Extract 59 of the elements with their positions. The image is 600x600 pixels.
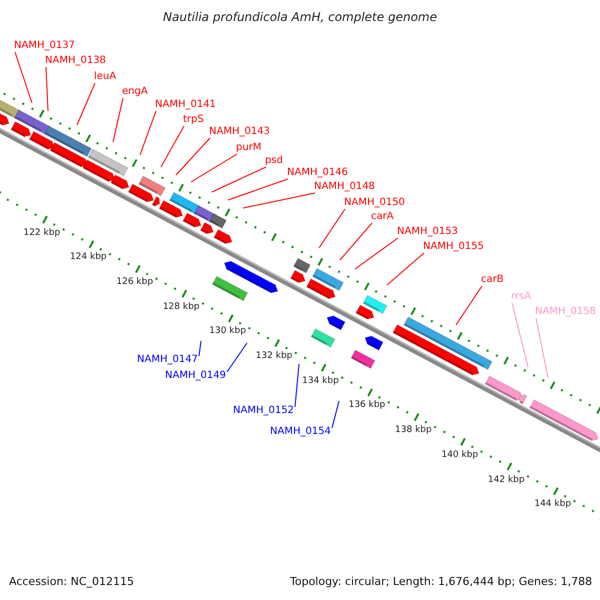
- leader-line: [14, 52, 32, 104]
- leader-line: [140, 110, 156, 156]
- leader-line: [536, 318, 548, 378]
- gene-label: NAMH_0148: [314, 181, 375, 193]
- leader-line: [294, 364, 300, 408]
- leader-line: [386, 252, 424, 286]
- gene-label: NAMH_0154: [270, 426, 331, 438]
- gene-label: NAMH_0155: [423, 241, 484, 253]
- footer-text: Topology: circular; Length: 1,676,444 bp; Genes: 1,788: [290, 576, 592, 588]
- scale-label: 128 kbp: [162, 300, 200, 313]
- leader-line: [76, 82, 96, 126]
- scale-label: 144 kbp: [534, 498, 572, 510]
- leader-line: [512, 302, 528, 368]
- leader-line: [242, 192, 316, 208]
- leader-line: [318, 208, 346, 248]
- scale-label: 142 kbp: [488, 474, 525, 486]
- leader-line: [456, 286, 482, 326]
- gene-label: rrsA: [511, 291, 532, 303]
- gene-label: NAMH_0146: [287, 167, 348, 179]
- gene-label: NAMH_0141: [155, 99, 216, 111]
- gene-label: NAMH_0149: [165, 370, 226, 382]
- gene-label: trpS: [183, 114, 204, 126]
- scale-label: 136 kbp: [348, 399, 386, 412]
- gene-label: engA: [122, 86, 148, 98]
- diagram-title: Nautilia profundicola AmH, complete genome: [162, 11, 438, 23]
- leader-line: [212, 166, 266, 192]
- leader-line: [226, 342, 248, 372]
- scale-label: 138 kbp: [395, 424, 432, 436]
- gene-label: NAMH_0158: [535, 306, 596, 318]
- leader-line: [228, 178, 288, 200]
- gene-label: NAMH_0153: [397, 226, 458, 238]
- footer-text: Accession: NC_012115: [9, 576, 134, 588]
- leader-line: [46, 66, 48, 112]
- gene-label: NAMH_0143: [209, 126, 270, 138]
- scale-label: 140 kbp: [441, 448, 478, 461]
- leader-line: [190, 154, 238, 182]
- leader-line: [176, 138, 210, 176]
- gene-label: NAMH_0152: [233, 405, 294, 417]
- leader-line: [354, 238, 398, 270]
- leader-line: [340, 222, 372, 260]
- scale-label: 124 kbp: [70, 251, 107, 264]
- leader-line: [112, 98, 124, 142]
- leader-line: [198, 340, 202, 356]
- gene-label: purM: [236, 142, 262, 154]
- scale-label: 122 kbp: [23, 226, 60, 239]
- gene-label: NAMH_0138: [45, 55, 106, 67]
- gene-label: carB: [481, 274, 504, 286]
- scale-label: 126 kbp: [116, 276, 154, 288]
- gene-label: NAMH_0147: [137, 354, 198, 366]
- gene-label: psd: [265, 155, 283, 167]
- gene-label: leuA: [94, 71, 116, 83]
- gene-label: carA: [371, 211, 394, 223]
- scale-label: 132 kbp: [256, 350, 292, 362]
- gene-label: NAMH_0137: [14, 40, 75, 52]
- leader-line: [160, 126, 184, 168]
- scale-label: 130 kbp: [209, 325, 246, 338]
- gene-label: NAMH_0150: [344, 197, 405, 209]
- scale-label: 134 kbp: [302, 374, 339, 387]
- leader-line: [332, 400, 340, 428]
